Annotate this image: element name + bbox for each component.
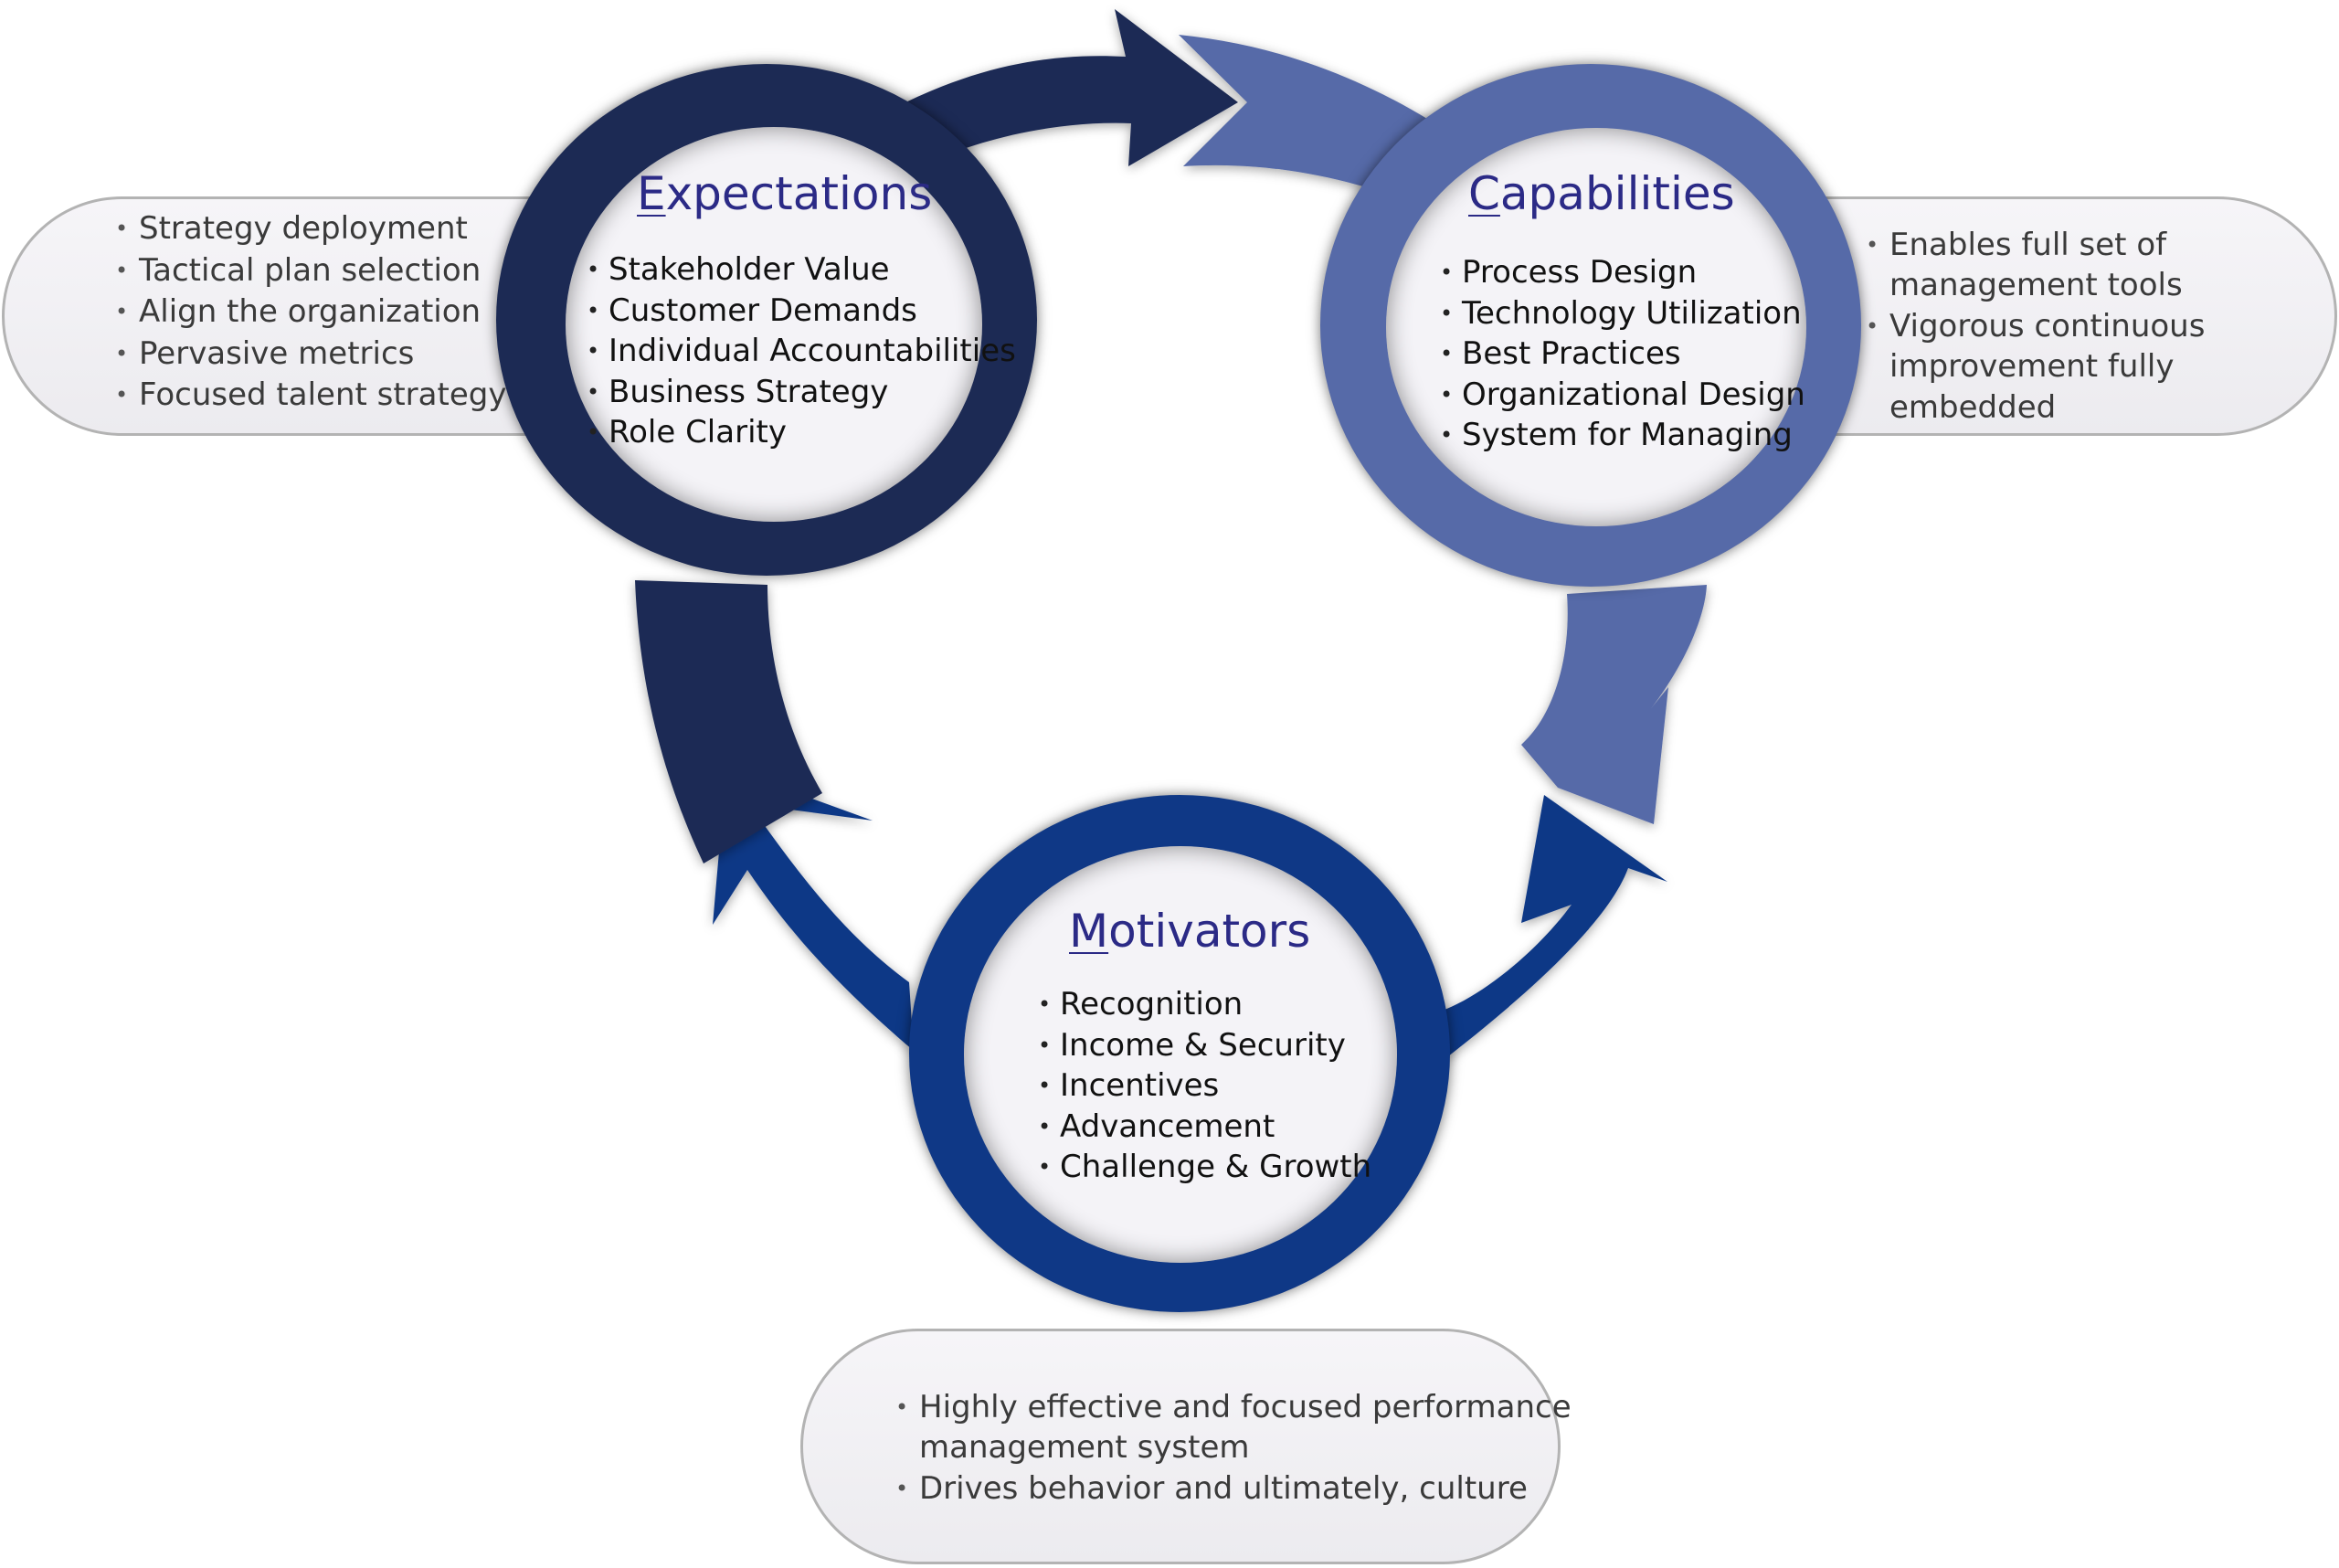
left-pill-item: Focused talent strategy: [115, 375, 506, 417]
arrow-motivators-to-expectations-tail: [635, 580, 822, 863]
right-pill-item: Vigorous continuous: [1866, 306, 2339, 348]
left-pill-list: Strategy deployment Tactical plan select…: [115, 208, 506, 417]
motivators-item: Advancement: [1038, 1107, 1371, 1148]
arrow-expectations-to-capabilities: [900, 9, 1238, 166]
expectations-item: Business Strategy: [587, 372, 1016, 413]
expectations-item: Role Clarity: [587, 412, 1016, 453]
expectations-list: Stakeholder Value Customer Demands Indiv…: [587, 249, 1016, 453]
motivators-item: Incentives: [1038, 1065, 1371, 1107]
expectations-heading: Expectations: [637, 167, 933, 220]
motivators-heading: Motivators: [1069, 905, 1311, 958]
bottom-pill: [800, 1329, 1561, 1564]
capabilities-item: Process Design: [1440, 252, 1805, 293]
expectations-item: Customer Demands: [587, 291, 1016, 332]
capabilities-item: System for Managing: [1440, 415, 1805, 456]
right-pill-item: management tools: [1889, 266, 2183, 303]
right-pill-item: Enables full set of: [1866, 225, 2339, 267]
bottom-pill-item: management system: [919, 1428, 1250, 1466]
bottom-pill-list: Highly effective and focused performance…: [895, 1387, 1572, 1510]
left-pill-item: Pervasive metrics: [115, 334, 506, 376]
motivators-list: Recognition Income & Security Incentives…: [1038, 984, 1371, 1188]
motivators-item: Income & Security: [1038, 1025, 1371, 1066]
capabilities-item: Organizational Design: [1440, 375, 1805, 416]
left-pill-item: Tactical plan selection: [115, 250, 506, 292]
bottom-pill-item: Highly effective and focused performance: [895, 1387, 1572, 1429]
motivators-item: Recognition: [1038, 984, 1371, 1025]
arrow-capabilities-to-motivators: [1179, 35, 1707, 824]
right-pill-item: improvement fully embedded: [1889, 347, 2175, 427]
capabilities-item: Best Practices: [1440, 334, 1805, 375]
left-pill-item: Align the organization: [115, 291, 506, 334]
capabilities-item: Technology Utilization: [1440, 293, 1805, 334]
capabilities-heading: Capabilities: [1468, 167, 1735, 220]
left-pill-item: Strategy deployment: [115, 208, 506, 250]
expectations-item: Stakeholder Value: [587, 249, 1016, 291]
expectations-item: Individual Accountabilities: [587, 331, 1016, 372]
right-pill-list: Enables full set of management tools Vig…: [1866, 225, 2339, 429]
bottom-pill-item: Drives behavior and ultimately, culture: [895, 1468, 1572, 1510]
motivators-item: Challenge & Growth: [1038, 1147, 1371, 1188]
capabilities-list: Process Design Technology Utilization Be…: [1440, 252, 1805, 456]
